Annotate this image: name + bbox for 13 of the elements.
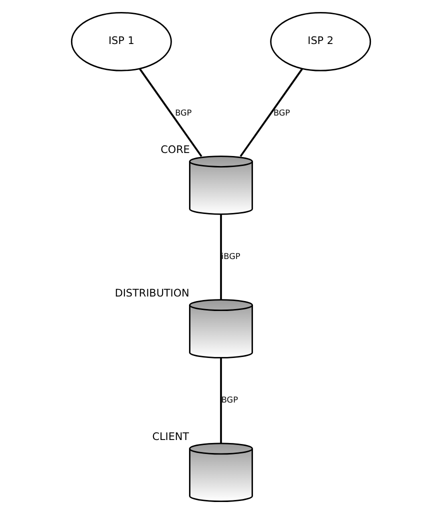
connector [220,358,222,444]
edge-label: BGP [175,107,192,118]
connector [220,214,222,300]
node-ellipse: ISP 2 [270,12,372,72]
edge-label: BGP [274,107,290,118]
edge-label: BGP [221,394,238,404]
node-ellipse: ISP 1 [70,12,172,72]
node-label: DISTRIBUTION [114,288,190,300]
node-label: CORE [160,144,190,156]
connector [138,68,202,157]
node-label: CLIENT [152,431,190,444]
edge-label: iBGP [221,250,240,261]
connector [240,68,304,157]
